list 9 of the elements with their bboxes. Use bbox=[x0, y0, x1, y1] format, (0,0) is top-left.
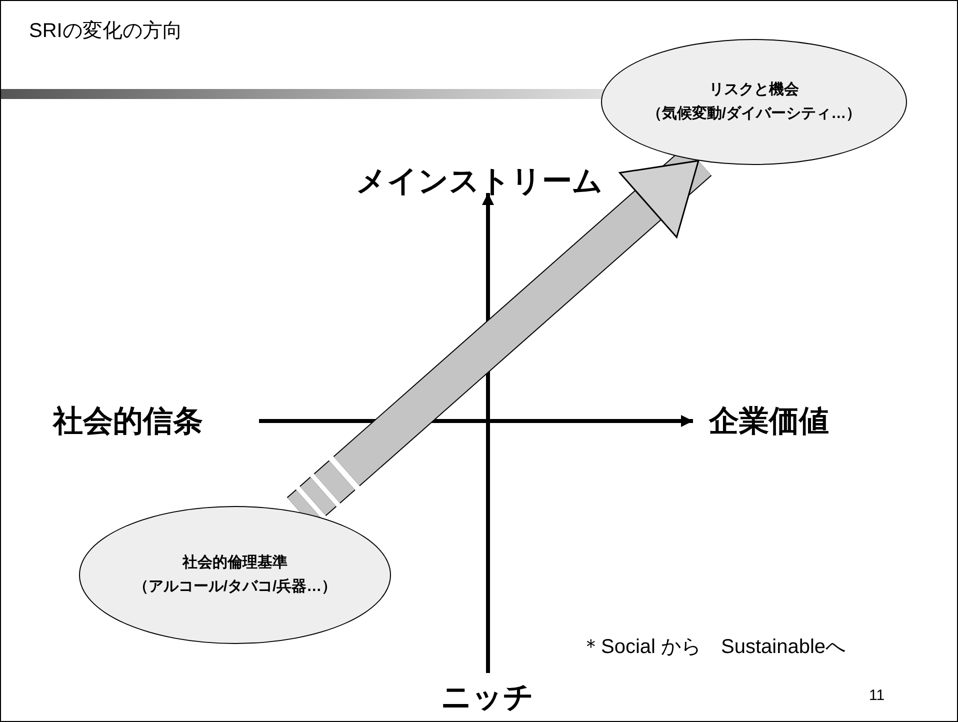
page-number: 11 bbox=[869, 687, 885, 704]
axis-label: ニッチ bbox=[441, 680, 534, 716]
axis-label: メインストリーム bbox=[356, 164, 603, 200]
note-text: ＊Social から Sustainableへ bbox=[581, 635, 846, 660]
ellipse-node: 社会的倫理基準 （アルコール/タバコ/兵器…） bbox=[79, 506, 391, 644]
ellipse-node: リスクと機会 （気候変動/ダイバーシティ…） bbox=[601, 39, 907, 165]
axis-label: 社会的信条 bbox=[53, 404, 203, 440]
axis-label: 企業価値 bbox=[709, 404, 829, 440]
slide-title: SRIの変化の方向 bbox=[29, 19, 182, 44]
